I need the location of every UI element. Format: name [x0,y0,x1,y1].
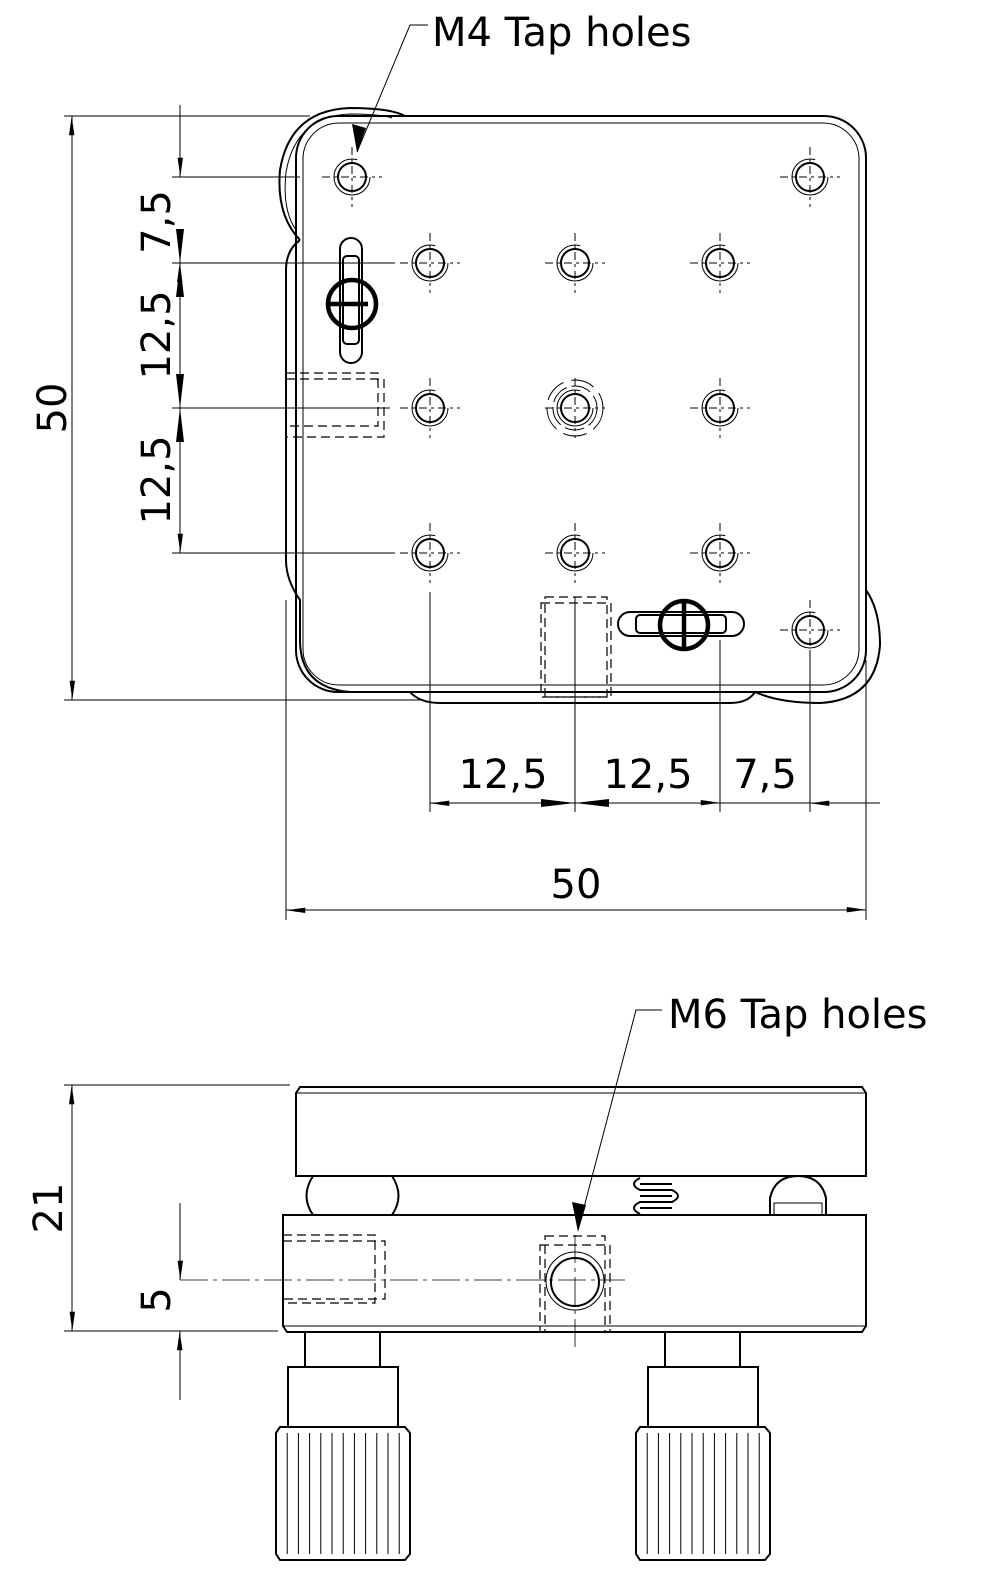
base-plate-outline [285,239,882,705]
tap-hole [545,233,605,293]
lower-block-side [282,1214,867,1333]
lock-lever-left [325,237,379,364]
callout-m4-label: M4 Tap holes [432,10,692,56]
tap-hole [690,378,750,438]
dim-v-12-5-b: 12,5 [134,435,180,524]
center-counterbore [546,379,604,437]
lock-lever-bottom [617,598,745,652]
callout-m6: M6 Tap holes [572,992,928,1232]
hidden-bore-bottom [544,596,608,698]
tap-hole [545,523,605,583]
top-view: M4 Tap holes 50 7,5 12,5 12,5 [30,10,882,920]
tap-hole [780,147,840,207]
dim-width-50: 50 [551,862,602,908]
tap-hole [690,523,750,583]
spring [633,1177,679,1215]
top-plate-outer [295,115,867,693]
adjustment-knob-right[interactable] [635,1331,771,1561]
dim-hole-height-5: 5 [134,1287,180,1312]
callout-m4: M4 Tap holes [352,10,692,153]
dim-h-12-5-b: 12,5 [603,752,692,798]
adjustment-knob-left[interactable] [275,1331,411,1561]
top-plate-inner [302,122,860,686]
dim-v-7-5: 7,5 [134,190,180,254]
vertical-dimensions: 50 7,5 12,5 12,5 [30,105,420,701]
callout-m6-label: M6 Tap holes [668,992,928,1038]
tap-hole [322,147,382,207]
side-dimensions: 21 5 [26,1084,290,1400]
side-view: M6 Tap holes 21 5 [26,992,928,1561]
tap-hole [400,233,460,293]
dim-height-50: 50 [30,383,76,434]
horizontal-dimensions: 12,5 12,5 7,5 50 [285,592,880,920]
tap-hole [400,378,460,438]
base-corner-top-left [278,106,406,241]
dim-v-12-5-a: 12,5 [134,290,180,379]
dim-h-7-5: 7,5 [733,752,797,798]
tap-hole [545,378,605,438]
dim-height-21: 21 [26,1183,72,1234]
dim-h-12-5-a: 12,5 [458,752,547,798]
top-plate-side [295,1086,867,1177]
ball-plunger [769,1174,827,1216]
tap-holes-m4 [322,147,840,660]
tap-hole [690,233,750,293]
tap-hole [400,523,460,583]
hidden-bore-left [285,372,379,427]
ball-bearing [305,1175,400,1216]
